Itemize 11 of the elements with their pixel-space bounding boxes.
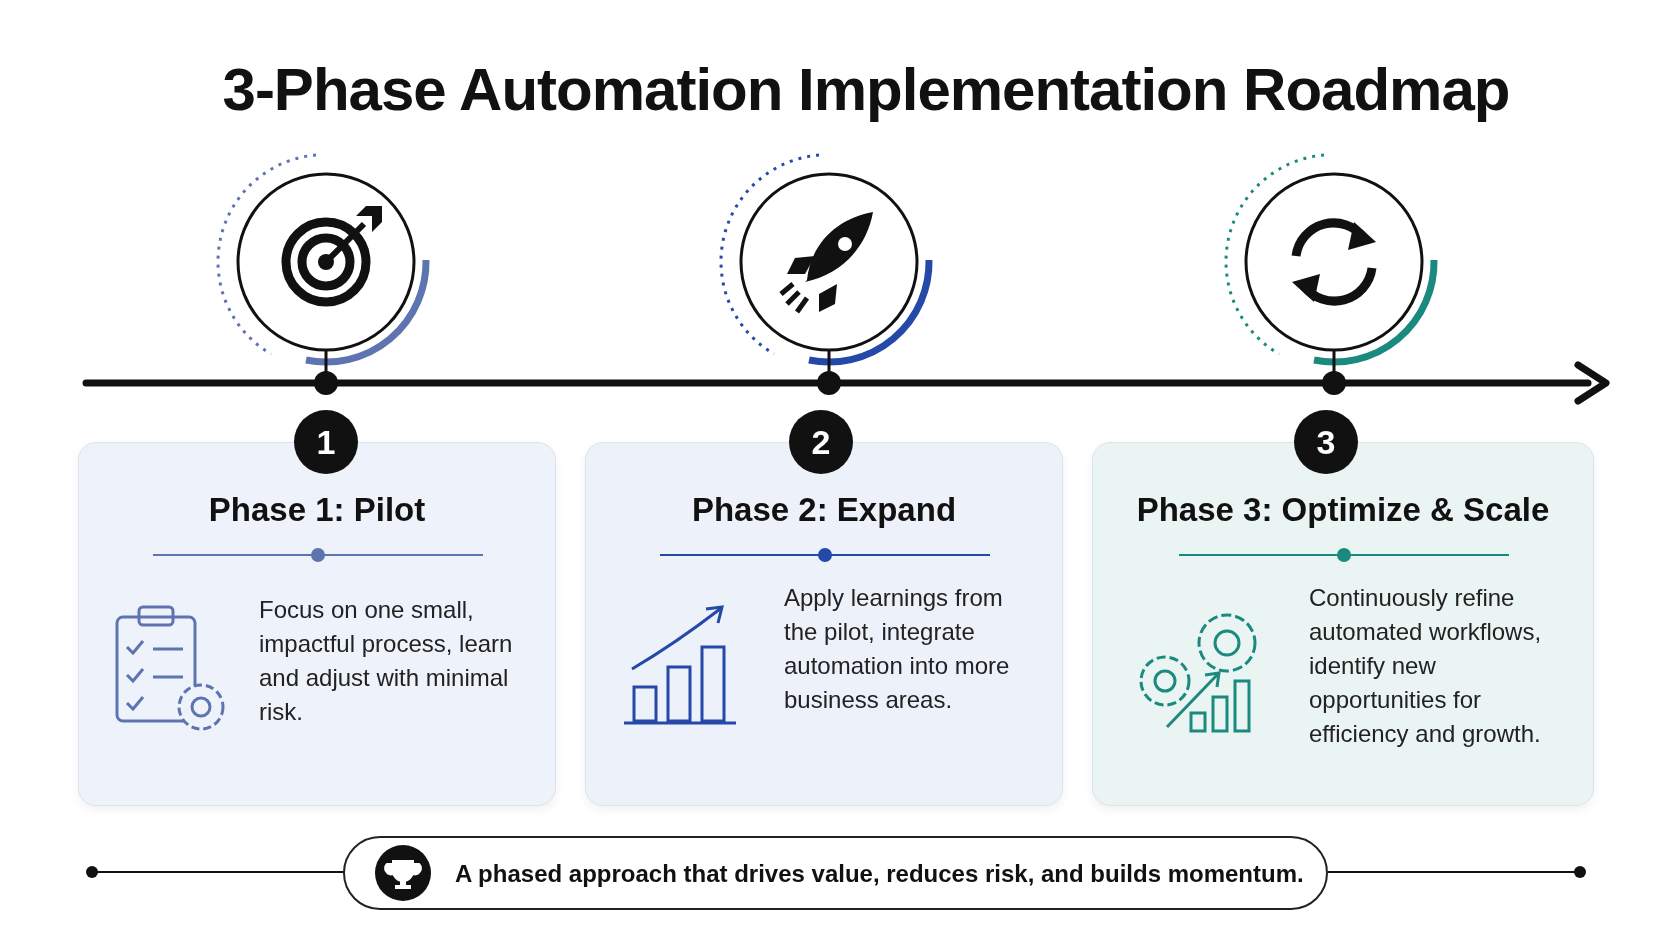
card-heading: Phase 3: Optimize & Scale [1135, 491, 1551, 529]
description-text: Continuously refine automated workflows, identify new opportunities for efficiency and growth. [1309, 583, 1543, 749]
title: 3-Phase Automation Implementation Roadmap [221, 55, 1511, 124]
number-badge: 3 [1294, 410, 1358, 474]
number-badge: 2 [789, 410, 853, 474]
summary-text: A phased approach that drives value, reduces risk, and builds momentum. [455, 860, 1304, 888]
card-heading: Phase 1: Pilot [207, 491, 427, 529]
card-heading: Phase 2: Expand [690, 491, 958, 529]
description-text: Focus on one small, impactful process, learn and adjust with minimal risk. [259, 595, 514, 727]
description-text: Apply learnings from the pilot, integrate automation into more business areas. [784, 583, 1011, 715]
number-badge: 1 [294, 410, 358, 474]
